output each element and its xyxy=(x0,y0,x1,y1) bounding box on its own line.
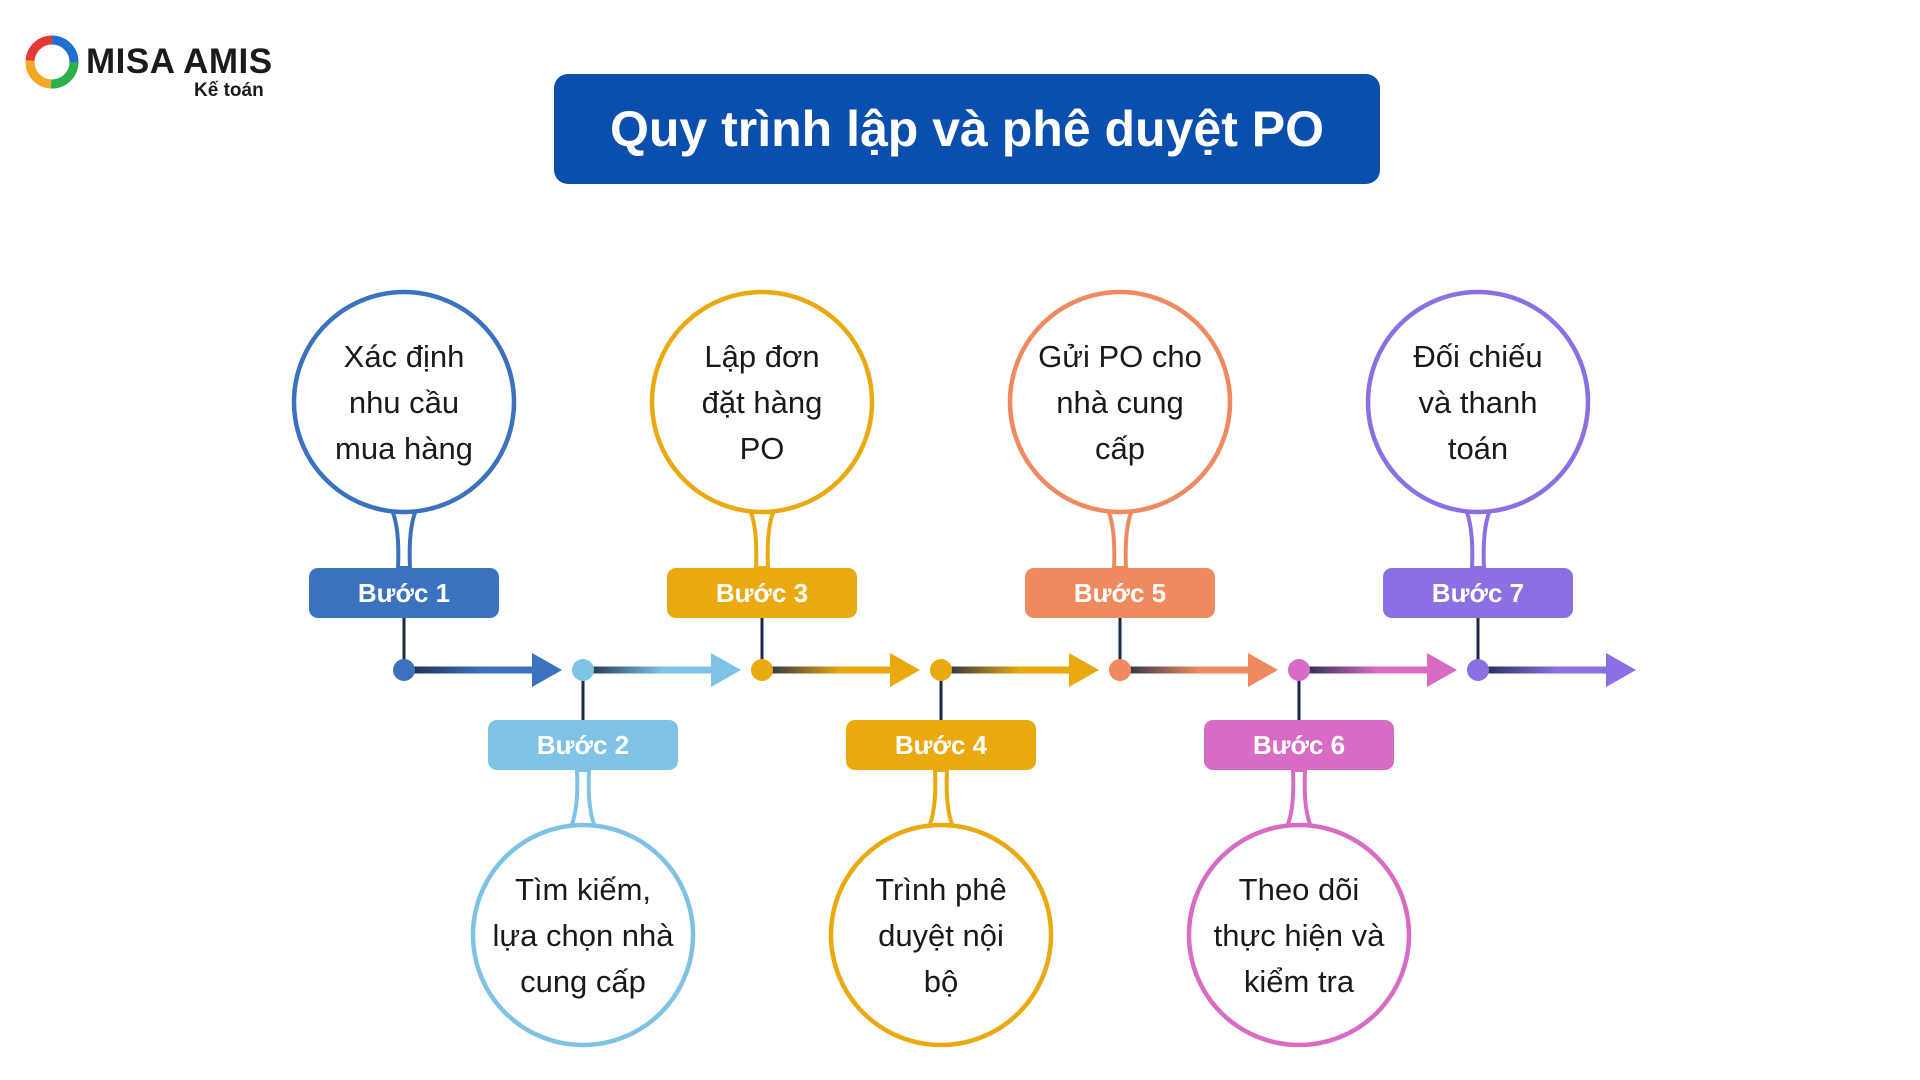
step-6-bubble-neck xyxy=(1283,768,1315,832)
step-5-bubble xyxy=(1007,289,1233,515)
step-2-badge-label: Bước 2 xyxy=(537,730,629,760)
step-4-text-line-1: Trình phê xyxy=(875,872,1007,907)
step-3-text-line-1: Lập đơn xyxy=(704,339,819,374)
step-7-text-line-1: Đối chiếu xyxy=(1413,339,1542,374)
step-1-bubble-neck xyxy=(388,505,420,570)
step-6: Theo dõi thực hiện và kiểm tra Bước 6 xyxy=(1186,653,1457,1048)
step-1-badge xyxy=(309,568,499,618)
step-2-badge xyxy=(488,720,678,770)
step-3-bubble-neck xyxy=(746,505,778,570)
step-5-timeline-dot xyxy=(1109,659,1131,681)
step-2-bubble-neck xyxy=(567,768,599,832)
page-title: Quy trình lập và phê duyệt PO xyxy=(609,101,1324,157)
step-6-timeline-segment xyxy=(1299,666,1431,674)
step-7-bubble xyxy=(1365,289,1591,515)
step-5-badge-label: Bước 5 xyxy=(1074,578,1166,608)
step-2: Tìm kiếm, lựa chọn nhà cung cấp Bước 2 xyxy=(470,653,741,1048)
step-6-arrowhead xyxy=(1427,653,1457,687)
logo: MISA AMIS Kế toán xyxy=(24,34,284,104)
step-6-bubble xyxy=(1186,822,1412,1048)
step-7-badge xyxy=(1383,568,1573,618)
step-7-text-line-2: và thanh xyxy=(1419,385,1538,420)
step-4-timeline-dot xyxy=(930,659,952,681)
step-2-text-line-1: Tìm kiếm, xyxy=(515,872,651,907)
step-4-bubble xyxy=(828,822,1054,1048)
step-5-timeline-segment xyxy=(1120,666,1252,674)
step-7-bubble-neck xyxy=(1462,505,1494,570)
step-1-bubble xyxy=(291,289,517,515)
step-4-text-line-3: bộ xyxy=(924,964,958,999)
step-4-text-line-2: duyệt nội xyxy=(878,918,1004,953)
step-1-text-line-1: Xác định xyxy=(344,339,465,374)
step-3-badge xyxy=(667,568,857,618)
step-6-text-line-2: thực hiện và xyxy=(1214,918,1385,953)
step-3-timeline-segment xyxy=(762,666,894,674)
step-3-badge-label: Bước 3 xyxy=(716,578,808,608)
step-6-timeline-dot xyxy=(1288,659,1310,681)
logo-subtitle: Kế toán xyxy=(194,80,264,101)
step-1-text-line-3: mua hàng xyxy=(335,431,473,466)
step-7-timeline-segment xyxy=(1478,666,1610,674)
step-6-badge-label: Bước 6 xyxy=(1253,730,1345,760)
logo-name: MISA AMIS xyxy=(86,42,273,81)
step-5-text-line-2: nhà cung xyxy=(1056,385,1184,420)
step-2-arrowhead xyxy=(711,653,741,687)
step-3-timeline-dot xyxy=(751,659,773,681)
step-7-arrowhead xyxy=(1606,653,1636,687)
step-1-badge-label: Bước 1 xyxy=(358,578,450,608)
step-4-badge-label: Bước 4 xyxy=(895,730,988,760)
step-4-bubble-neck xyxy=(925,768,957,832)
step-4-badge xyxy=(846,720,1036,770)
step-3-text-line-2: đặt hàng xyxy=(702,385,823,420)
step-2-text-line-3: cung cấp xyxy=(520,964,646,999)
step-1-timeline-dot xyxy=(393,659,415,681)
step-3-bubble xyxy=(649,289,875,515)
step-5-text-line-1: Gửi PO cho xyxy=(1038,339,1202,374)
step-2-timeline-segment xyxy=(583,666,715,674)
step-1-arrowhead xyxy=(532,653,562,687)
step-2-bubble xyxy=(470,822,696,1048)
step-4-arrowhead xyxy=(1069,653,1099,687)
step-5-bubble-neck xyxy=(1104,505,1136,570)
step-3-text-line-3: PO xyxy=(740,431,785,466)
step-4-timeline-segment xyxy=(941,666,1073,674)
step-5-arrowhead xyxy=(1248,653,1278,687)
step-5-badge xyxy=(1025,568,1215,618)
step-6-text-line-3: kiểm tra xyxy=(1244,964,1355,999)
step-1-timeline-segment xyxy=(404,666,536,674)
step-7-text-line-3: toán xyxy=(1448,431,1508,466)
step-2-timeline-dot xyxy=(572,659,594,681)
step-5-text-line-3: cấp xyxy=(1095,431,1145,466)
misa-logo-icon xyxy=(25,35,79,89)
step-4: Trình phê duyệt nội bộ Bước 4 xyxy=(828,653,1099,1048)
step-6-badge xyxy=(1204,720,1394,770)
step-7-badge-label: Bước 7 xyxy=(1432,578,1524,608)
step-2-text-line-2: lựa chọn nhà xyxy=(492,918,674,953)
step-6-text-line-1: Theo dõi xyxy=(1239,872,1360,907)
step-7-timeline-dot xyxy=(1467,659,1489,681)
title-banner: Quy trình lập và phê duyệt PO xyxy=(554,74,1380,184)
step-1-text-line-2: nhu cầu xyxy=(349,385,459,420)
step-3-arrowhead xyxy=(890,653,920,687)
